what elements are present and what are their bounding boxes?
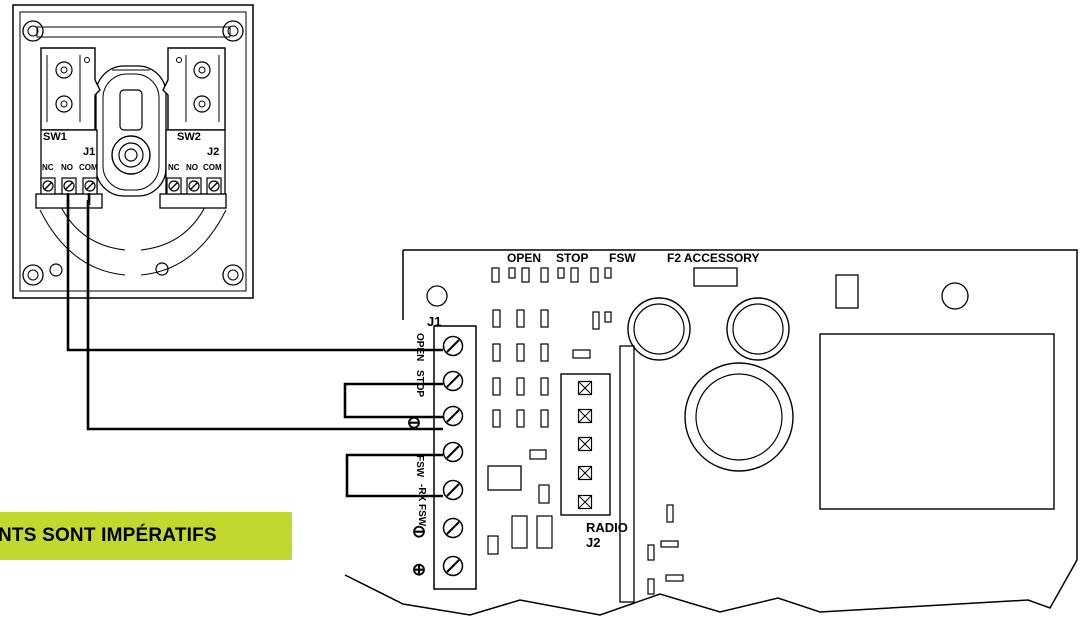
wire-open [66, 200, 443, 352]
board-label-open: OPEN [507, 251, 541, 265]
terminal-label-fsw: FSW [414, 455, 425, 478]
sw1-contact-no: NO [61, 163, 73, 172]
terminal-label-minus-2: ⊖ [412, 522, 426, 541]
terminal-label-rx-fsw-text: -RX FSW [416, 484, 427, 527]
sw1-contact-com: COM [79, 163, 98, 172]
terminal-j1-label: J1 [427, 314, 441, 329]
warning-banner-text: NTS SONT IMPÉRATIFS [0, 525, 217, 546]
radio-j2-label: J2 [586, 535, 600, 550]
board-label-f2-accessory: F2 ACCESSORY [667, 251, 759, 265]
terminal-label-open: OPEN [414, 333, 425, 361]
wire-common [86, 200, 443, 431]
sw2-label: SW2 [177, 131, 201, 143]
board-label-fsw: FSW [609, 251, 636, 265]
board-label-stop: STOP [556, 251, 588, 265]
wires [66, 193, 443, 498]
limit-switch-box [12, 4, 254, 299]
sw2-contact-no: NO [186, 163, 198, 172]
sw2-contact-com: COM [203, 163, 222, 172]
switch-j1-label: J1 [83, 146, 95, 158]
terminal-label-rx-fsw: -RX FSW [416, 484, 427, 527]
warning-banner: NTS SONT IMPÉRATIFS [0, 512, 292, 560]
sw1-label: SW1 [43, 131, 67, 143]
sw2-contact-nc: NC [168, 163, 180, 172]
jumper-stop [343, 382, 443, 419]
jumper-fsw [345, 453, 443, 498]
sw1-contact-nc: NC [42, 163, 54, 172]
radio-connector-pins [577, 380, 593, 510]
radio-label: RADIO [586, 520, 628, 535]
terminal-label-plus: ⊕ [412, 560, 426, 579]
switch-j2-label: J2 [207, 146, 219, 158]
